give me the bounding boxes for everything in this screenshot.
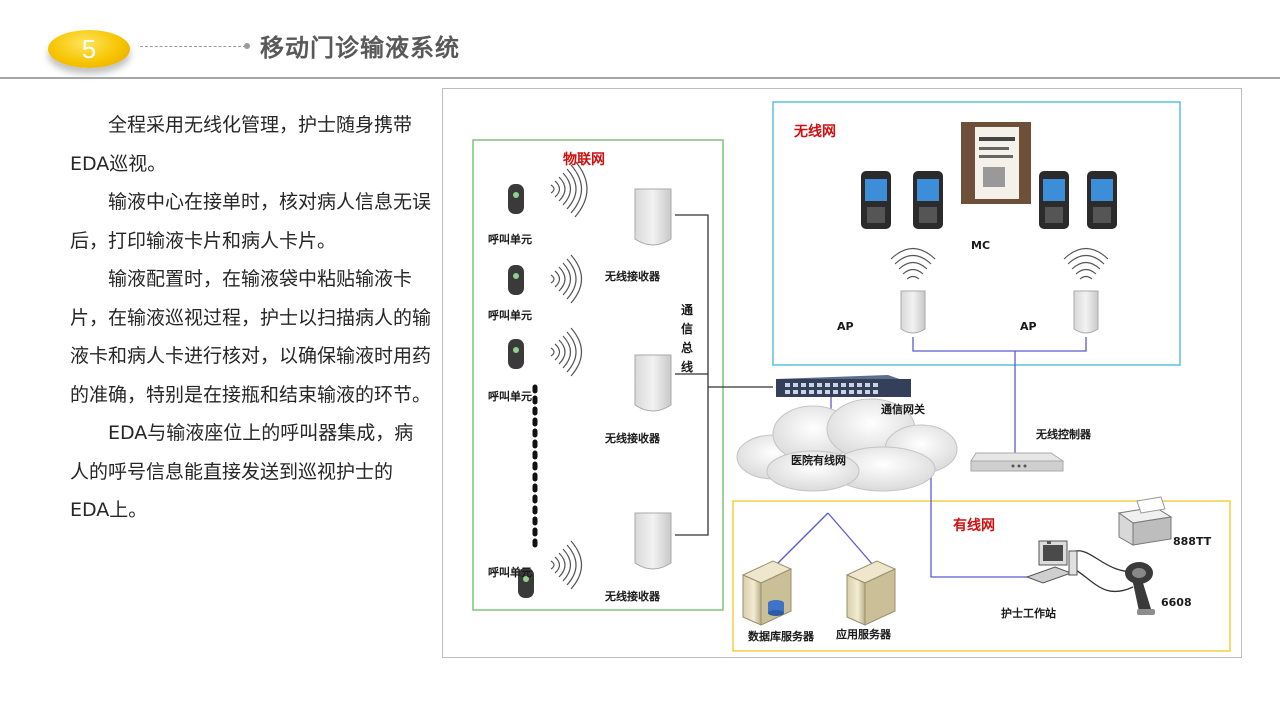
database-server (741, 560, 793, 626)
signal-wave-icon (550, 160, 588, 590)
application-server (845, 560, 897, 626)
paragraph-order-check: 输液中心在接单时，核对病人信息无误后，打印输液卡片和病人卡片。 (70, 191, 432, 252)
ap-label-1: AP (837, 320, 854, 333)
wired-zone-box (732, 500, 1231, 652)
hospital-network-label: 医院有线网 (791, 454, 846, 467)
paragraph-wireless-management: 全程采用无线化管理，护士随身携带EDA巡视。 (70, 114, 413, 175)
paragraph-call-integration: EDA与输液座位上的呼叫器集成，病人的呼号信息能直接发送到巡视护士的EDA上。 (70, 422, 414, 521)
title-dashed-line (140, 46, 246, 47)
page-title: 移动门诊输液系统 (260, 34, 460, 62)
printer-model-label: 888TT (1173, 535, 1212, 548)
wireless-controller-device (970, 452, 1065, 472)
access-point-1 (890, 247, 936, 334)
hospital-network-cloud (736, 398, 958, 492)
title-dot (244, 43, 250, 49)
nurse-workstation-computer (1025, 540, 1078, 584)
call-unit-device-3 (508, 339, 524, 369)
gateway-label: 通信网关 (881, 403, 925, 416)
pda-device-2 (913, 171, 943, 229)
call-unit-device-4 (518, 568, 534, 598)
section-number-badge: 5 (48, 30, 130, 68)
database-server-label: 数据库服务器 (748, 630, 814, 643)
wireless-zone-box (772, 101, 1181, 366)
gateway-switch (776, 375, 911, 397)
infusion-label-photo (961, 122, 1031, 204)
access-point-2 (1063, 247, 1109, 334)
description-text: 全程采用无线化管理，护士随身携带EDA巡视。 输液中心在接单时，核对病人信息无误… (70, 106, 432, 530)
receiver-label-1: 无线接收器 (605, 270, 660, 283)
nurse-workstation-label: 护士工作站 (1001, 607, 1056, 620)
pda-device-1 (861, 171, 891, 229)
wired-zone-title: 有线网 (953, 518, 995, 534)
mc-label: MC (971, 239, 991, 252)
wireless-receiver-1 (634, 188, 672, 246)
wireless-controller-label: 无线控制器 (1036, 428, 1091, 441)
call-unit-label-2: 呼叫单元 (488, 309, 532, 322)
wireless-receiver-2 (634, 354, 672, 412)
wireless-zone-title: 无线网 (794, 124, 836, 140)
ap-label-2: AP (1020, 320, 1037, 333)
communication-bus-label: 通信总线 (681, 303, 694, 374)
scanner-model-label: 6608 (1161, 596, 1192, 609)
application-server-label: 应用服务器 (836, 628, 891, 641)
call-unit-label-3: 呼叫单元 (488, 390, 532, 403)
iot-zone-title: 物联网 (563, 152, 605, 168)
network-diagram: 物联网 无线网 有线网 呼叫单元 呼叫单元 呼叫单元 呼叫单元 无线接收器 无线… (442, 88, 1242, 658)
pda-device-3 (1039, 171, 1069, 229)
barcode-scanner (1125, 562, 1155, 615)
paragraph-infusion-config: 输液配置时，在输液袋中粘贴输液卡片，在输液巡视过程，护士以扫描病人的输液卡和病人… (70, 268, 432, 406)
iot-zone-box (472, 139, 724, 611)
call-unit-label-4: 呼叫单元 (488, 566, 532, 579)
label-printer (1117, 496, 1173, 546)
network-diagram-graphics (472, 101, 1231, 652)
wireless-receiver-3 (634, 512, 672, 570)
receiver-label-2: 无线接收器 (605, 432, 660, 445)
call-unit-device-1 (508, 184, 524, 214)
call-unit-device-2 (508, 265, 524, 295)
receiver-label-3: 无线接收器 (605, 590, 660, 603)
header-divider (0, 77, 1280, 79)
call-unit-label-1: 呼叫单元 (488, 233, 532, 246)
pda-device-4 (1087, 171, 1117, 229)
